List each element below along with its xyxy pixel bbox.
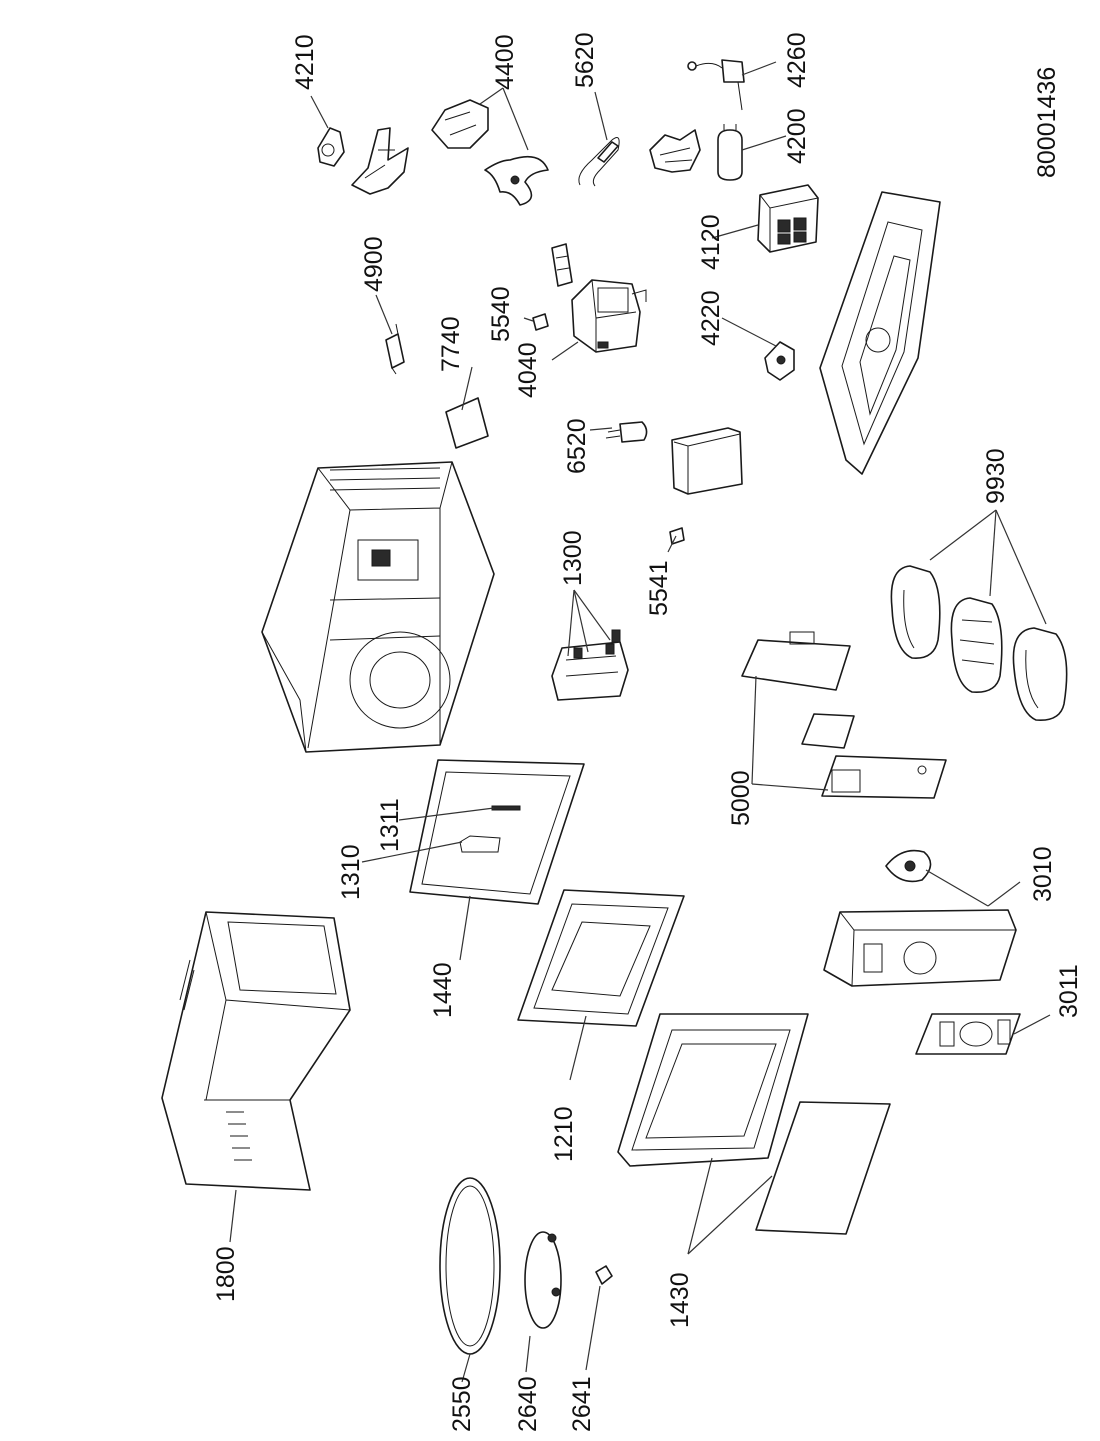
label-4120: 4120 <box>697 214 725 270</box>
part-4220-drawing <box>764 341 795 381</box>
label-4260: 4260 <box>783 32 811 88</box>
hv-box-drawing <box>671 427 743 495</box>
part-1800-drawing <box>161 911 351 1191</box>
label-1310: 1310 <box>337 844 365 900</box>
part-6520-drawing <box>605 421 648 443</box>
label-4200: 4200 <box>783 108 811 164</box>
part-5620-drawing <box>578 137 620 187</box>
fan-bracket-drawing <box>351 127 409 195</box>
label-3011: 3011 <box>1055 964 1083 1018</box>
part-number-labels: 4210 4400 5620 4260 4200 80001436 4120 4… <box>212 32 1083 1432</box>
part-1310-drawing <box>409 759 585 905</box>
label-4210: 4210 <box>291 34 319 90</box>
label-1430: 1430 <box>666 1272 694 1328</box>
label-2550: 2550 <box>448 1376 476 1432</box>
part-1300-drawing <box>551 629 629 701</box>
part-1430-drawing <box>617 1013 891 1235</box>
label-4220: 4220 <box>697 290 725 346</box>
part-5000-drawing <box>741 631 947 799</box>
label-5000: 5000 <box>727 770 755 826</box>
label-7740: 7740 <box>437 316 465 372</box>
label-5620: 5620 <box>571 32 599 88</box>
part-1210-drawing <box>517 889 685 1027</box>
label-4900: 4900 <box>360 236 388 292</box>
label-4040: 4040 <box>514 342 542 398</box>
part-4120-drawing <box>757 184 819 253</box>
part-2641-drawing <box>595 1265 613 1285</box>
part-3011-drawing <box>915 1013 1021 1055</box>
label-1800: 1800 <box>212 1246 240 1302</box>
part-4200-drawing <box>717 124 743 181</box>
label-2640: 2640 <box>514 1376 542 1432</box>
label-1440: 1440 <box>429 962 457 1018</box>
part-4040-drawing <box>571 279 647 353</box>
label-9930: 9930 <box>982 448 1010 504</box>
label-6520: 6520 <box>563 418 591 474</box>
base-plate-drawing <box>819 191 941 475</box>
part-9930-drawing <box>890 565 1068 721</box>
label-5540: 5540 <box>487 286 515 342</box>
part-4900-drawing <box>385 323 405 375</box>
part-2640-drawing <box>524 1231 562 1329</box>
label-3010: 3010 <box>1029 846 1057 902</box>
part-4210-drawing <box>317 127 345 167</box>
part-4400-drawing <box>431 99 549 206</box>
label-4400: 4400 <box>491 34 519 90</box>
label-80001436: 80001436 <box>1033 67 1061 178</box>
part-2550-drawing <box>439 1177 501 1355</box>
part-4260-drawing <box>687 59 745 111</box>
gasket-drawing <box>551 243 573 287</box>
part-3010-drawing <box>823 849 1017 987</box>
label-1300: 1300 <box>559 530 587 586</box>
part-7740-drawing <box>445 397 489 449</box>
oven-cavity-drawing <box>261 461 495 753</box>
label-1210: 1210 <box>550 1106 578 1162</box>
leader-lines <box>229 61 1051 1383</box>
part-5541-drawing <box>669 527 685 545</box>
label-1311: 1311 <box>376 798 404 852</box>
label-5541: 5541 <box>645 560 673 616</box>
label-2641: 2641 <box>568 1376 596 1432</box>
part-5540-drawing <box>532 313 549 331</box>
switch-bracket-drawing <box>649 129 701 173</box>
